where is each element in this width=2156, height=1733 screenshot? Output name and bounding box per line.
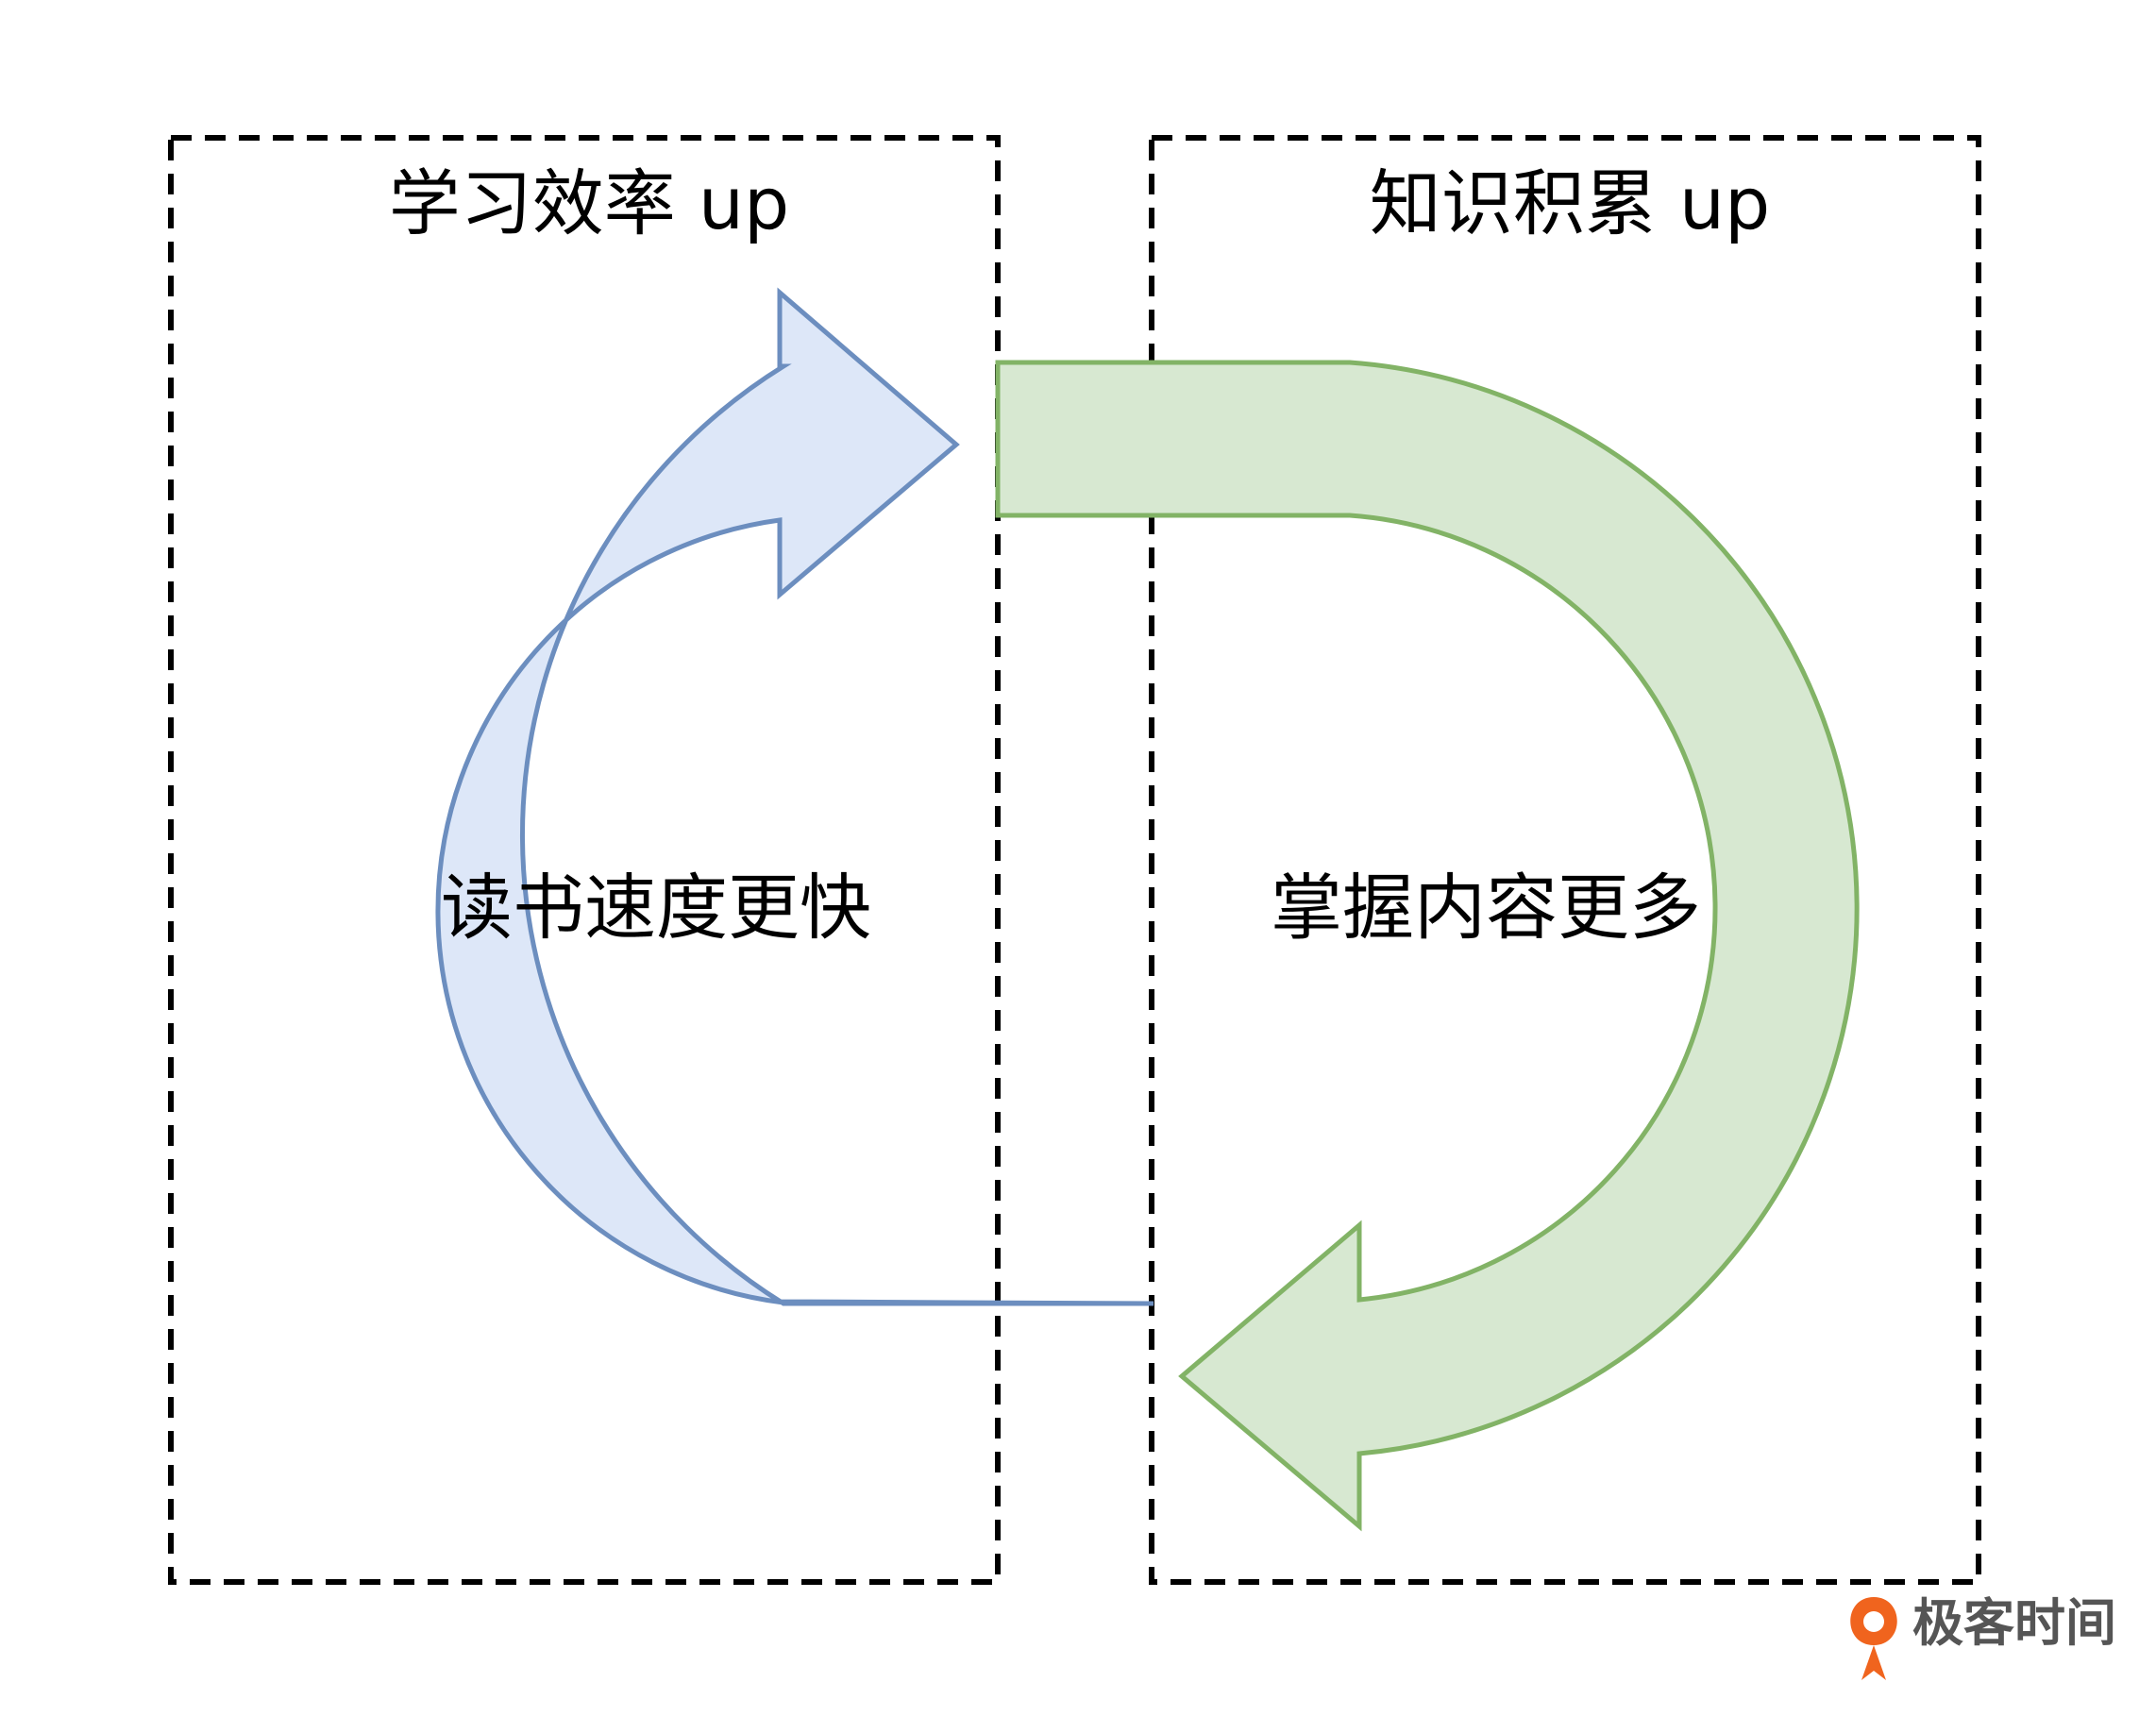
right-box-title: 知识积累 up bbox=[1370, 161, 1771, 245]
geektime-logo-icon bbox=[1850, 1597, 1897, 1680]
left-box-title: 学习效率 up bbox=[389, 161, 790, 245]
brand-watermark: 极客时间 bbox=[1850, 1593, 2116, 1680]
brand-name: 极客时间 bbox=[1912, 1593, 2116, 1653]
knowledge-mastery-arrow bbox=[995, 360, 1860, 1532]
right-loop-label: 掌握内容更多 bbox=[1271, 866, 1701, 950]
left-loop-label: 读书速度更快 bbox=[441, 866, 871, 950]
right-dashed-box bbox=[1149, 135, 1981, 1585]
reading-speed-arrow bbox=[435, 287, 1154, 1306]
left-dashed-box bbox=[168, 135, 1001, 1585]
